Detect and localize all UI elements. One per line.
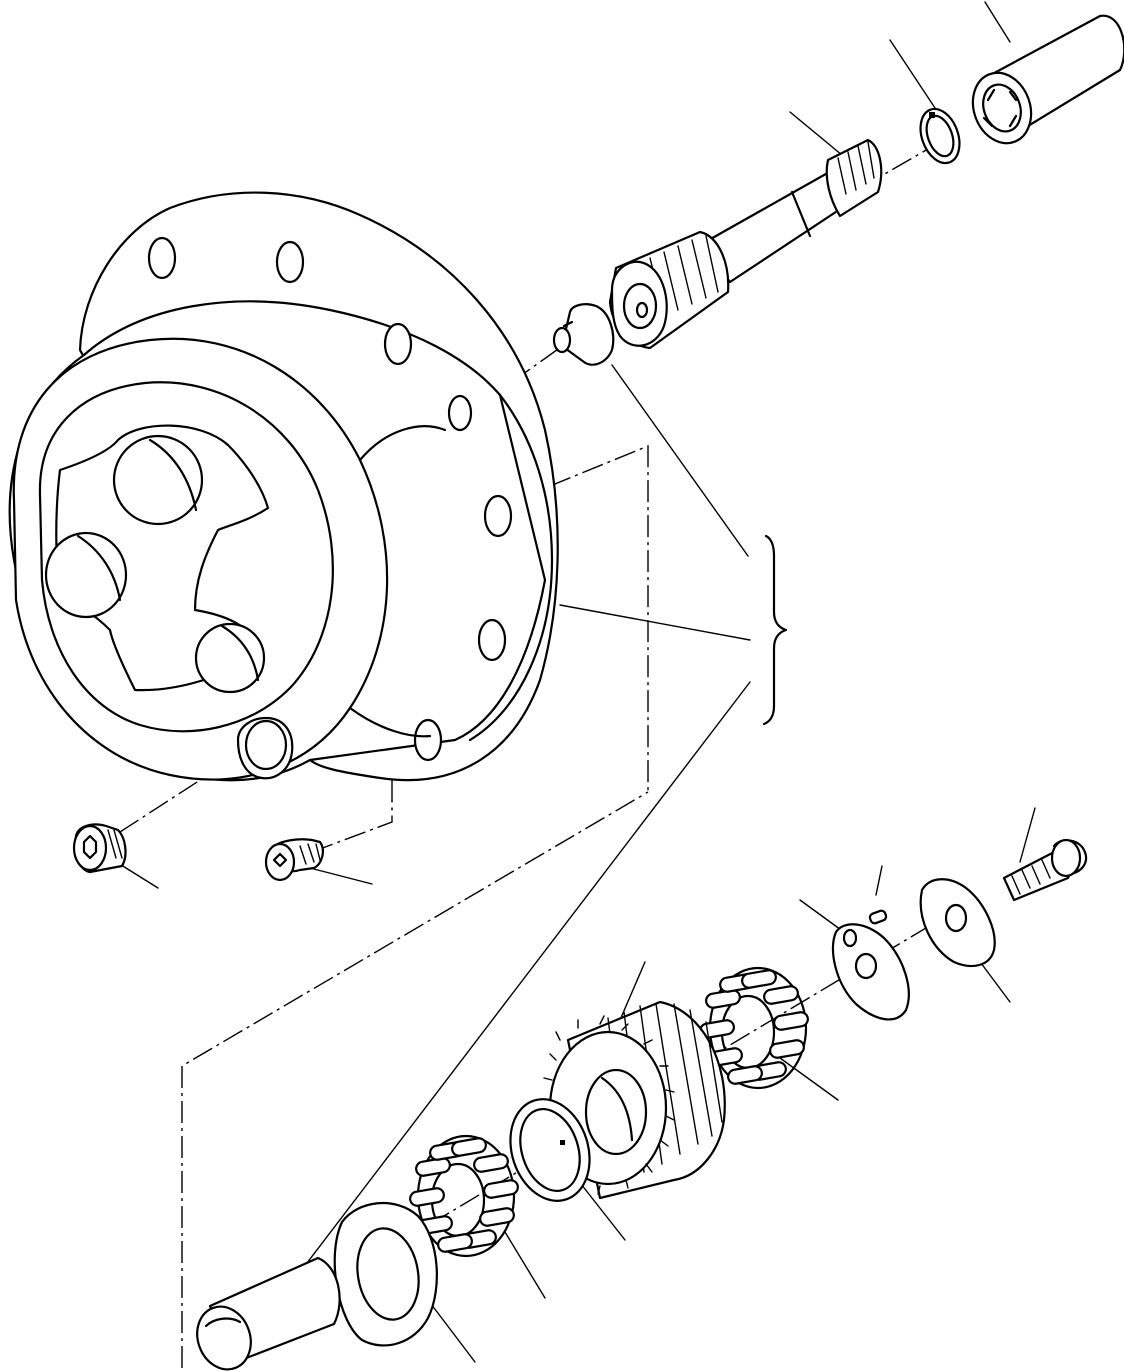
cover-washer [919, 878, 996, 968]
planet-pin [196, 1256, 341, 1371]
planetary-hub-housing [8, 191, 559, 782]
thrust-washer [333, 1202, 438, 1347]
needle-roller-set-inner [699, 966, 809, 1090]
thrust-pin [552, 303, 615, 366]
cap-screw [1002, 838, 1088, 902]
needle-roller-set-outer [409, 1134, 519, 1258]
drain-plug [72, 823, 127, 874]
sun-gear-shaft [608, 138, 883, 350]
snap-ring [919, 107, 961, 165]
roll-pin [868, 909, 888, 925]
countersunk-screw [264, 838, 324, 882]
spacer-ring [509, 1098, 591, 1202]
retainer-plate [831, 923, 910, 1021]
planet-gear [541, 1000, 726, 1200]
splined-sleeve [971, 14, 1124, 145]
